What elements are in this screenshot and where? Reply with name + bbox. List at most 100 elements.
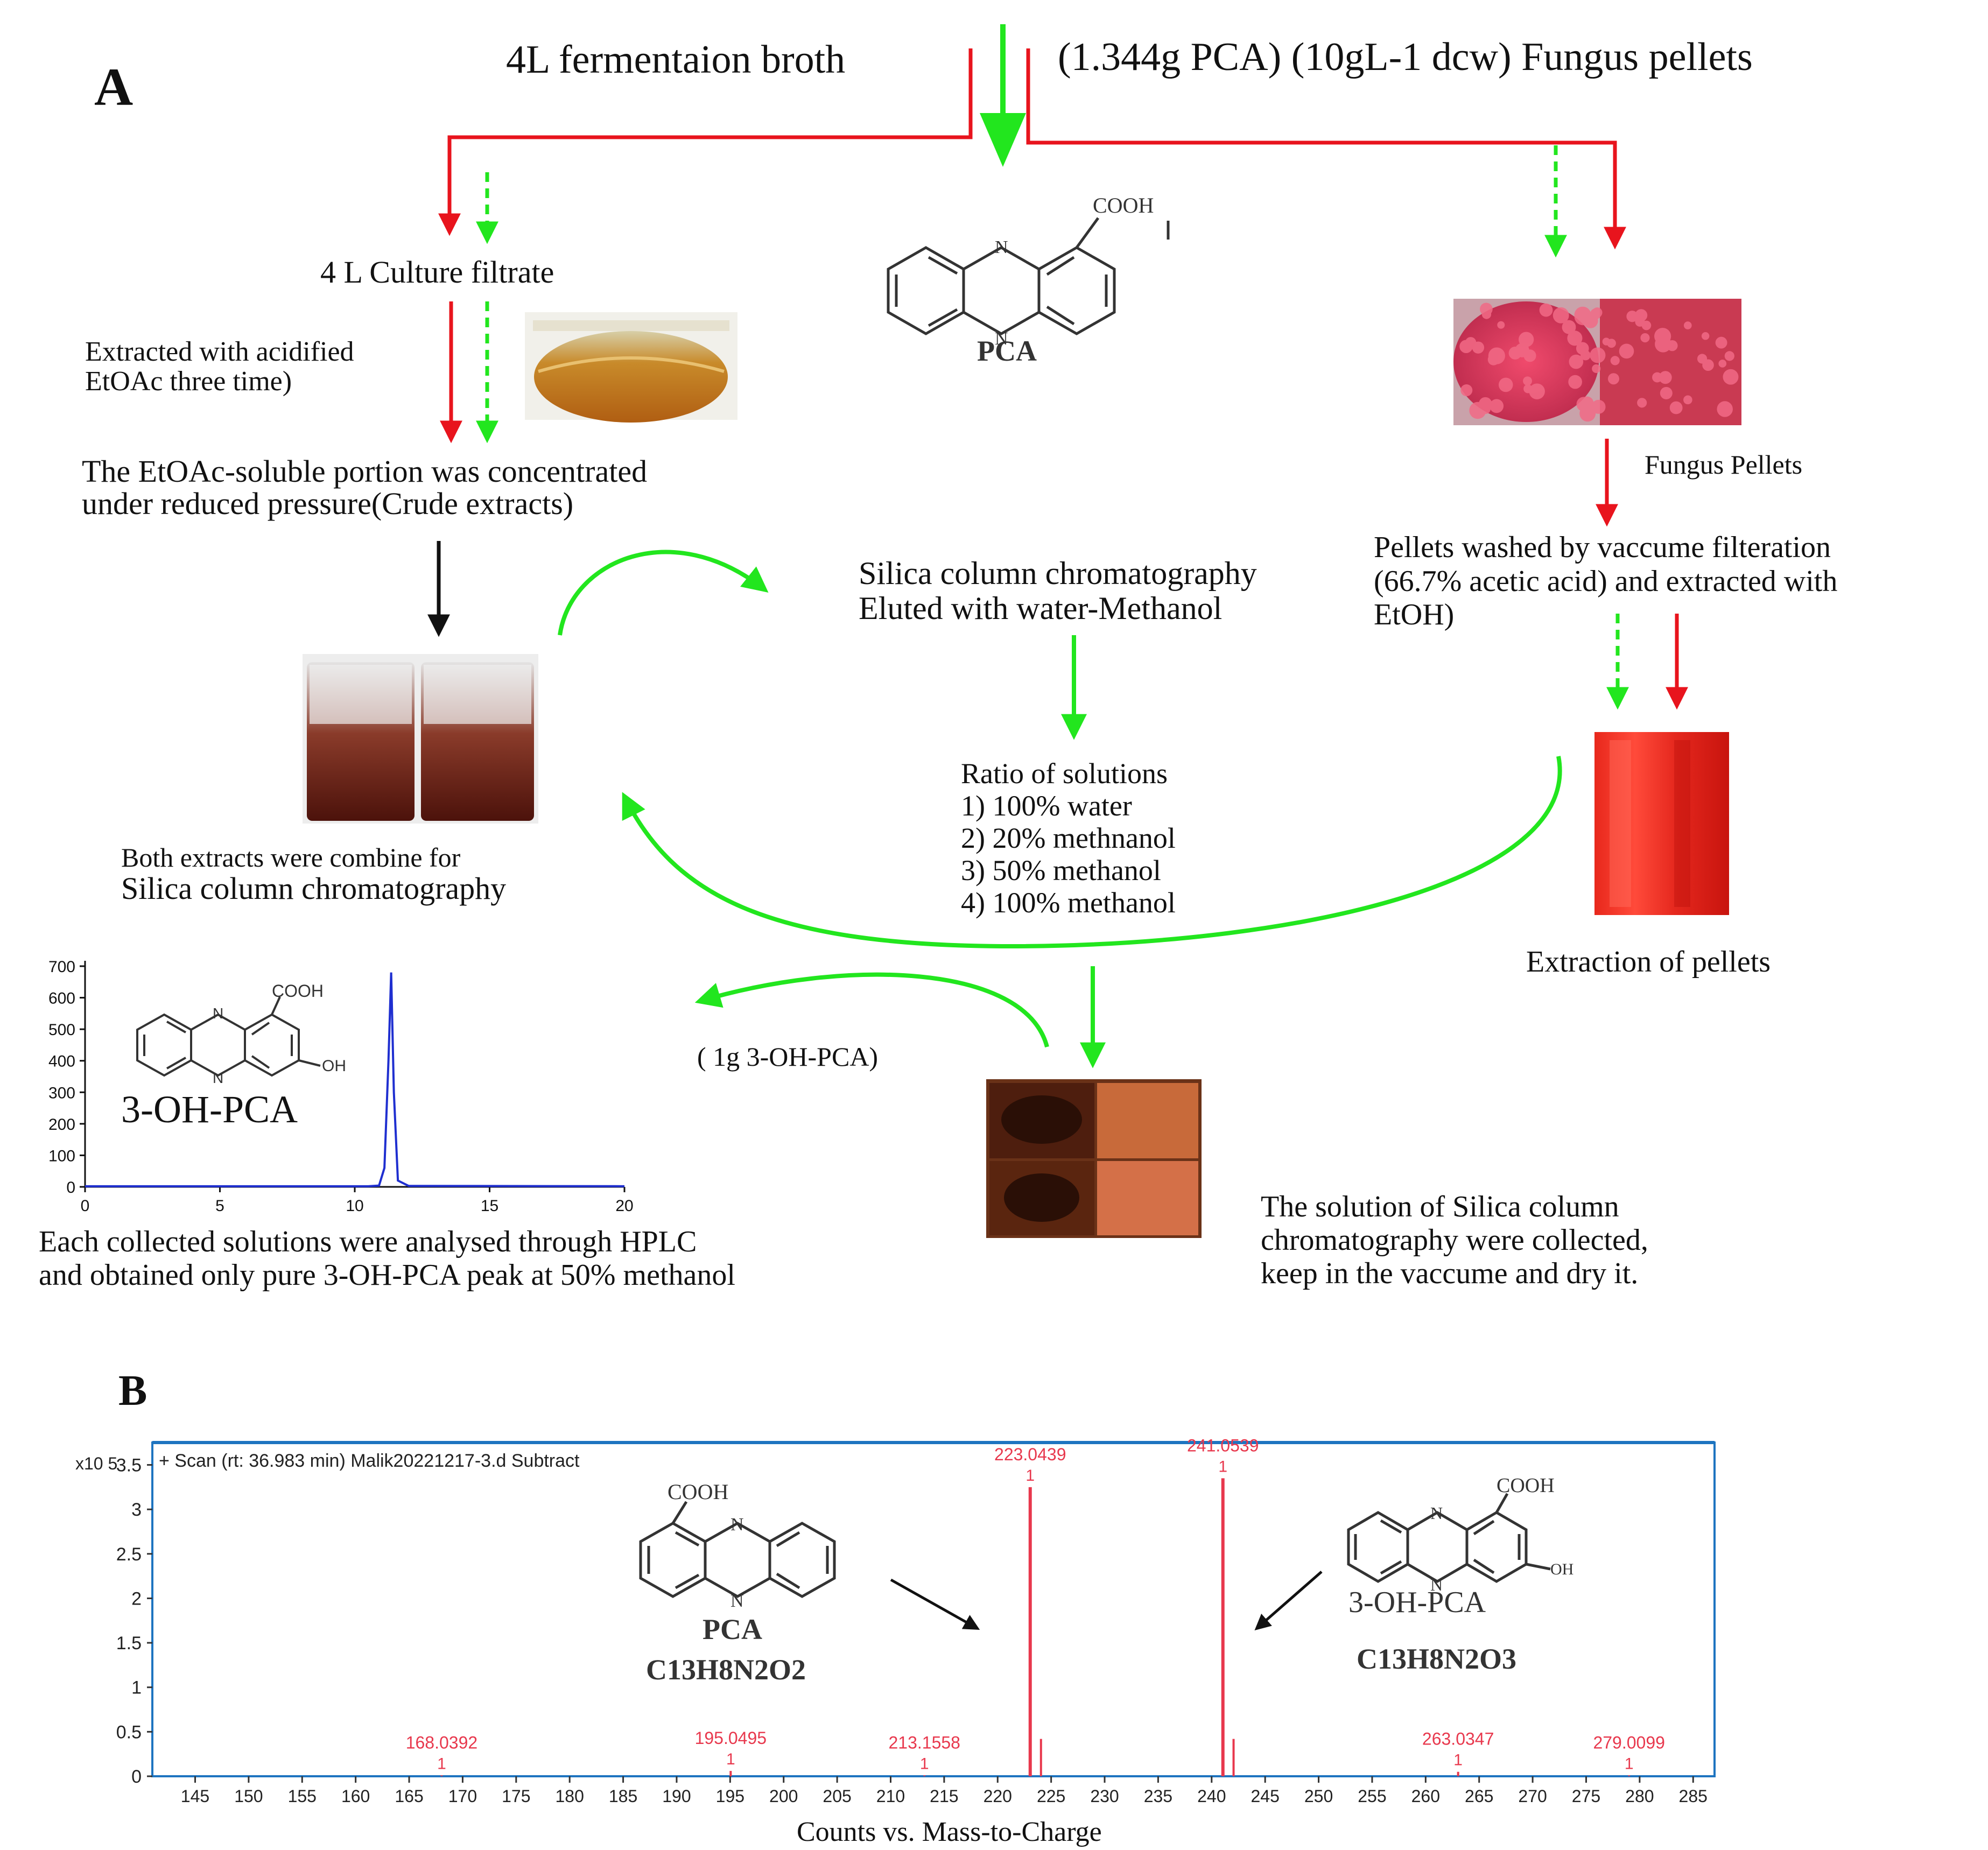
pellet-dot <box>1539 303 1553 317</box>
arrow-big-curve <box>622 756 1562 949</box>
pellet-dot <box>1574 306 1591 324</box>
etoac-line-1: The EtOAc-soluble portion was concentrat… <box>82 454 647 489</box>
ratio-item-2: 2) 20% methnanol <box>961 822 1176 854</box>
ms-x-tick-label: 215 <box>930 1786 958 1806</box>
ratio-item-4: 4) 100% methanol <box>961 887 1176 919</box>
pellets-wash-3: EtOH) <box>1374 598 1454 631</box>
hplc-y-tick-label: 500 <box>48 1021 75 1039</box>
hplc-x-tick-label: 20 <box>615 1197 633 1215</box>
pellet-dot <box>1659 371 1672 384</box>
ms-x-tick-label: 185 <box>609 1786 637 1806</box>
culture-flask-photo <box>525 312 737 423</box>
ms-scan-header: + Scan (rt: 36.983 min) Malik20221217-3.… <box>159 1451 580 1471</box>
ms-x-tick-label: 210 <box>876 1786 905 1806</box>
ohpca-oh-hplc: OH <box>322 1057 346 1075</box>
ms-x-tick-label: 245 <box>1251 1786 1279 1806</box>
ms-x-tick-label: 280 <box>1625 1786 1654 1806</box>
ms-y-tick-label: 0.5 <box>116 1722 142 1742</box>
pellet-dot <box>1718 360 1727 368</box>
top-left-title: 4L fermentaion broth <box>506 38 845 82</box>
ms-y-tick-label: 3.5 <box>116 1455 142 1476</box>
pellet-dot <box>1717 401 1733 417</box>
pellet-dot <box>1683 321 1692 329</box>
pellet-dot <box>1487 354 1500 365</box>
ms-x-tick-label: 235 <box>1144 1786 1172 1806</box>
pellet-dot <box>1553 307 1569 323</box>
fungus-pellets-caption: Fungus Pellets <box>1645 449 1802 480</box>
collected-line-2: chromatography were collected, <box>1261 1223 1648 1257</box>
ms-x-tick-label: 225 <box>1037 1786 1065 1806</box>
ms-x-tick-label: 155 <box>288 1786 317 1806</box>
ms-x-tick-label: 285 <box>1679 1786 1708 1806</box>
pellet-dot <box>1569 354 1584 369</box>
pellet-dot <box>1562 320 1576 334</box>
pellet-dot <box>1724 351 1734 361</box>
ohpca-n-bottom-hplc: N <box>213 1070 223 1086</box>
ms-x-tick-label: 230 <box>1090 1786 1119 1806</box>
pellet-dot <box>1626 311 1638 322</box>
ms-x-tick-label: 275 <box>1572 1786 1600 1806</box>
ohpca-structure-ms <box>1347 1493 1551 1583</box>
fungus-pellets-photo <box>1453 299 1741 425</box>
hplc-x-tick-label: 10 <box>346 1197 363 1215</box>
ohpca-structure-hplc <box>136 996 321 1077</box>
hplc-note-2: and obtained only pure 3-OH-PCA peak at … <box>39 1258 735 1292</box>
pca-n-bottom-ms: N <box>730 1591 744 1611</box>
pca-pointer-arrow <box>890 1578 980 1630</box>
pellet-dot <box>1481 309 1492 319</box>
pellet-dot <box>1480 404 1491 414</box>
pellet-dot <box>1592 364 1601 374</box>
pca-n-top: N <box>995 237 1008 257</box>
pellet-dot <box>1460 384 1473 397</box>
ms-x-tick-label: 200 <box>769 1786 798 1806</box>
pellet-dot <box>1567 330 1583 346</box>
dried-product-photo <box>986 1079 1202 1238</box>
ms-x-tick-label: 255 <box>1358 1786 1386 1806</box>
pellet-dot <box>1619 343 1634 359</box>
ms-y-tick-label: 2 <box>131 1588 142 1609</box>
hplc-y-tick-label: 400 <box>48 1053 75 1071</box>
pellet-dot <box>1523 376 1532 386</box>
hplc-x-tick-label: 0 <box>81 1197 90 1215</box>
ms-x-tick-label: 190 <box>662 1786 691 1806</box>
ms-x-tick-label: 175 <box>502 1786 530 1806</box>
hplc-trace <box>85 972 625 1187</box>
hplc-note-1: Each collected solutions were analysed t… <box>39 1225 697 1258</box>
pellet-dot <box>1610 356 1620 365</box>
ms-x-tick-label: 250 <box>1304 1786 1333 1806</box>
combine-line-1: Both extracts were combine for <box>121 842 461 873</box>
ms-y-tick-label: 3 <box>131 1500 142 1520</box>
pca-formula-ms: C13H8N2O2 <box>646 1654 806 1686</box>
ms-y-tick-label: 0 <box>131 1767 142 1787</box>
pca-n-bottom: N <box>995 329 1008 349</box>
ms-x-tick-label: 165 <box>395 1786 423 1806</box>
ms-peak-label: 279.0099 <box>1593 1733 1664 1752</box>
hplc-y-tick-label: 200 <box>48 1116 75 1134</box>
pellet-dot <box>1590 308 1601 320</box>
ohpca-n-top-ms: N <box>1430 1503 1443 1523</box>
pca-structure-top <box>887 217 1170 335</box>
ms-peak-charge: 1 <box>920 1755 929 1772</box>
pellet-extract-vial-photo <box>1594 732 1729 915</box>
arrow-to-hplc <box>694 972 1049 1048</box>
pellet-dot <box>1660 386 1673 399</box>
extraction-note-2: EtOAc three time) <box>85 366 292 397</box>
pca-structure-ms <box>639 1501 836 1598</box>
ms-peak-label: 168.0392 <box>406 1733 477 1752</box>
ohpca-n-top-hplc: N <box>213 1005 223 1022</box>
collected-line-3: keep in the vaccume and dry it. <box>1261 1257 1638 1290</box>
ms-x-tick-label: 205 <box>823 1786 851 1806</box>
pellet-dot <box>1701 332 1710 340</box>
ms-x-tick-label: 180 <box>555 1786 584 1806</box>
ms-y-tick-label: 2.5 <box>116 1544 142 1565</box>
yield-label: ( 1g 3-OH-PCA) <box>697 1042 878 1072</box>
ms-peak-charge: 1 <box>726 1750 735 1768</box>
ms-x-tick-label: 150 <box>234 1786 263 1806</box>
hplc-y-tick-label: 300 <box>48 1084 75 1102</box>
ms-peak-charge: 1 <box>437 1755 446 1772</box>
hplc-x-tick-label: 5 <box>215 1197 224 1215</box>
ohpca-cooh-ms: COOH <box>1497 1474 1555 1497</box>
